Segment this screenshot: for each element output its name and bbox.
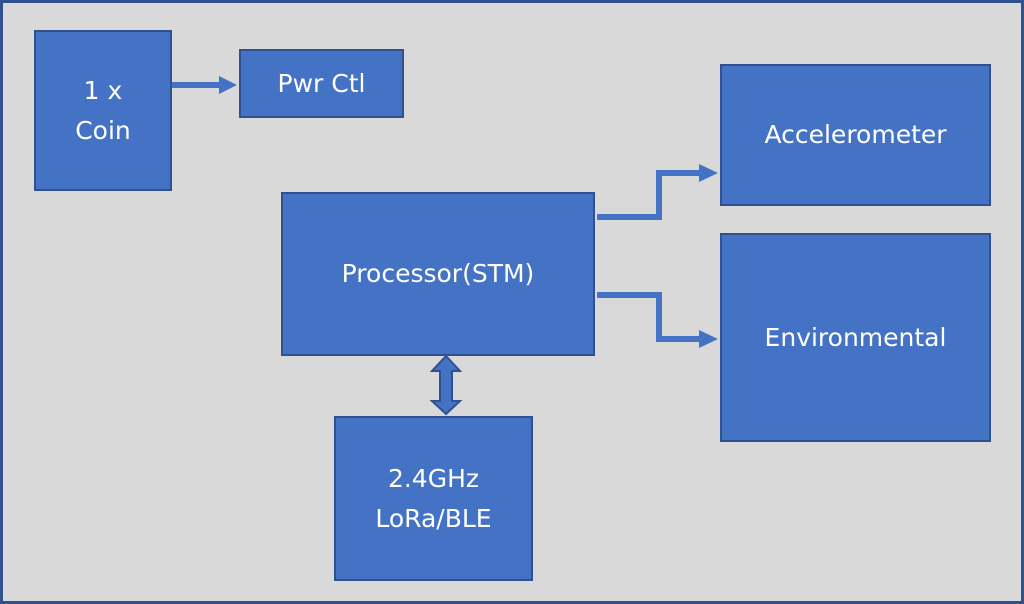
processor-label: Processor(STM) bbox=[341, 259, 535, 288]
coin-battery-block: 1 x Coin bbox=[34, 30, 172, 191]
accelerometer-block: Accelerometer bbox=[720, 64, 991, 206]
connector-line bbox=[597, 170, 701, 220]
arrow-head bbox=[219, 76, 237, 94]
connector-line bbox=[597, 292, 701, 342]
connectors bbox=[172, 76, 718, 416]
coin-battery-label: 1 x Coin bbox=[75, 75, 131, 145]
radio-label: 2.4GHz LoRa/BLE bbox=[375, 463, 492, 533]
bidirectional-arrow bbox=[429, 354, 463, 416]
environmental-block: Environmental bbox=[720, 233, 991, 442]
connector-processor-to-accelerometer bbox=[597, 164, 718, 220]
radio-block: 2.4GHz LoRa/BLE bbox=[334, 416, 533, 581]
accelerometer-label: Accelerometer bbox=[764, 120, 947, 149]
connector-processor-radio-bidirectional bbox=[429, 354, 463, 416]
environmental-label: Environmental bbox=[764, 322, 947, 352]
arrow-head bbox=[699, 330, 718, 348]
pwr-ctl-block: Pwr Ctl bbox=[239, 49, 404, 118]
arrow-head bbox=[699, 164, 718, 182]
connector-coin-to-pwr-ctl bbox=[172, 76, 237, 94]
processor-block: Processor(STM) bbox=[281, 192, 595, 356]
pwr-ctl-label: Pwr Ctl bbox=[277, 68, 366, 98]
connector-processor-to-environmental bbox=[597, 292, 718, 348]
